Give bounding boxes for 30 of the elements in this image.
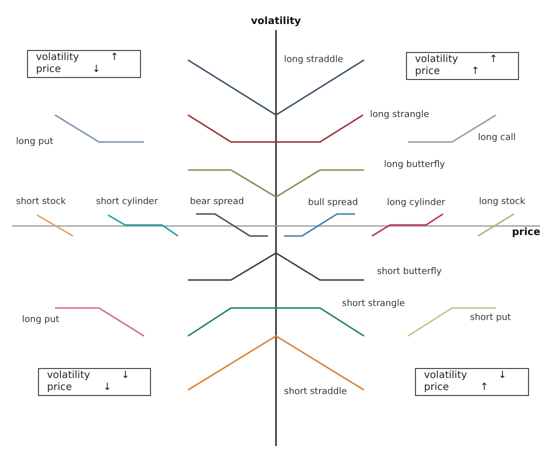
strategy-label: short stock [16, 197, 66, 208]
strategy-label: long put [16, 137, 54, 148]
strategy-label: long call [478, 133, 516, 144]
direction-text: volatility ↓ [424, 370, 508, 382]
axis-label: volatility [251, 16, 301, 27]
direction-text: price ↓ [47, 382, 112, 394]
legend-box [406, 52, 519, 80]
direction-text: volatility ↓ [47, 370, 131, 382]
axis-label: price [512, 227, 540, 238]
strategy-label: long cylinder [387, 198, 446, 209]
strategy-label: bear spread [190, 197, 244, 208]
strategy-label: short strangle [342, 299, 405, 310]
strategy-label: long straddle [284, 55, 344, 66]
strategy-label: short put [470, 313, 511, 324]
strategy-label: long strangle [370, 110, 430, 121]
direction-text: volatility ↑ [415, 54, 499, 66]
strategy-label: short butterfly [377, 267, 442, 278]
strategy-label: long stock [479, 197, 526, 208]
direction-text: volatility ↑ [36, 52, 120, 64]
direction-text: price ↑ [415, 66, 480, 78]
legend-box [27, 50, 141, 78]
strategy-label: long put [22, 315, 60, 326]
strategy-label: short straddle [284, 387, 347, 398]
legend-box [38, 368, 151, 396]
strategy-label: long butterfly [384, 160, 445, 171]
legend-box [415, 368, 529, 396]
strategy-label: bull spread [308, 198, 358, 209]
direction-text: price ↓ [36, 64, 102, 76]
direction-text: price ↑ [424, 382, 490, 394]
strategy-label: short cylinder [96, 197, 158, 208]
